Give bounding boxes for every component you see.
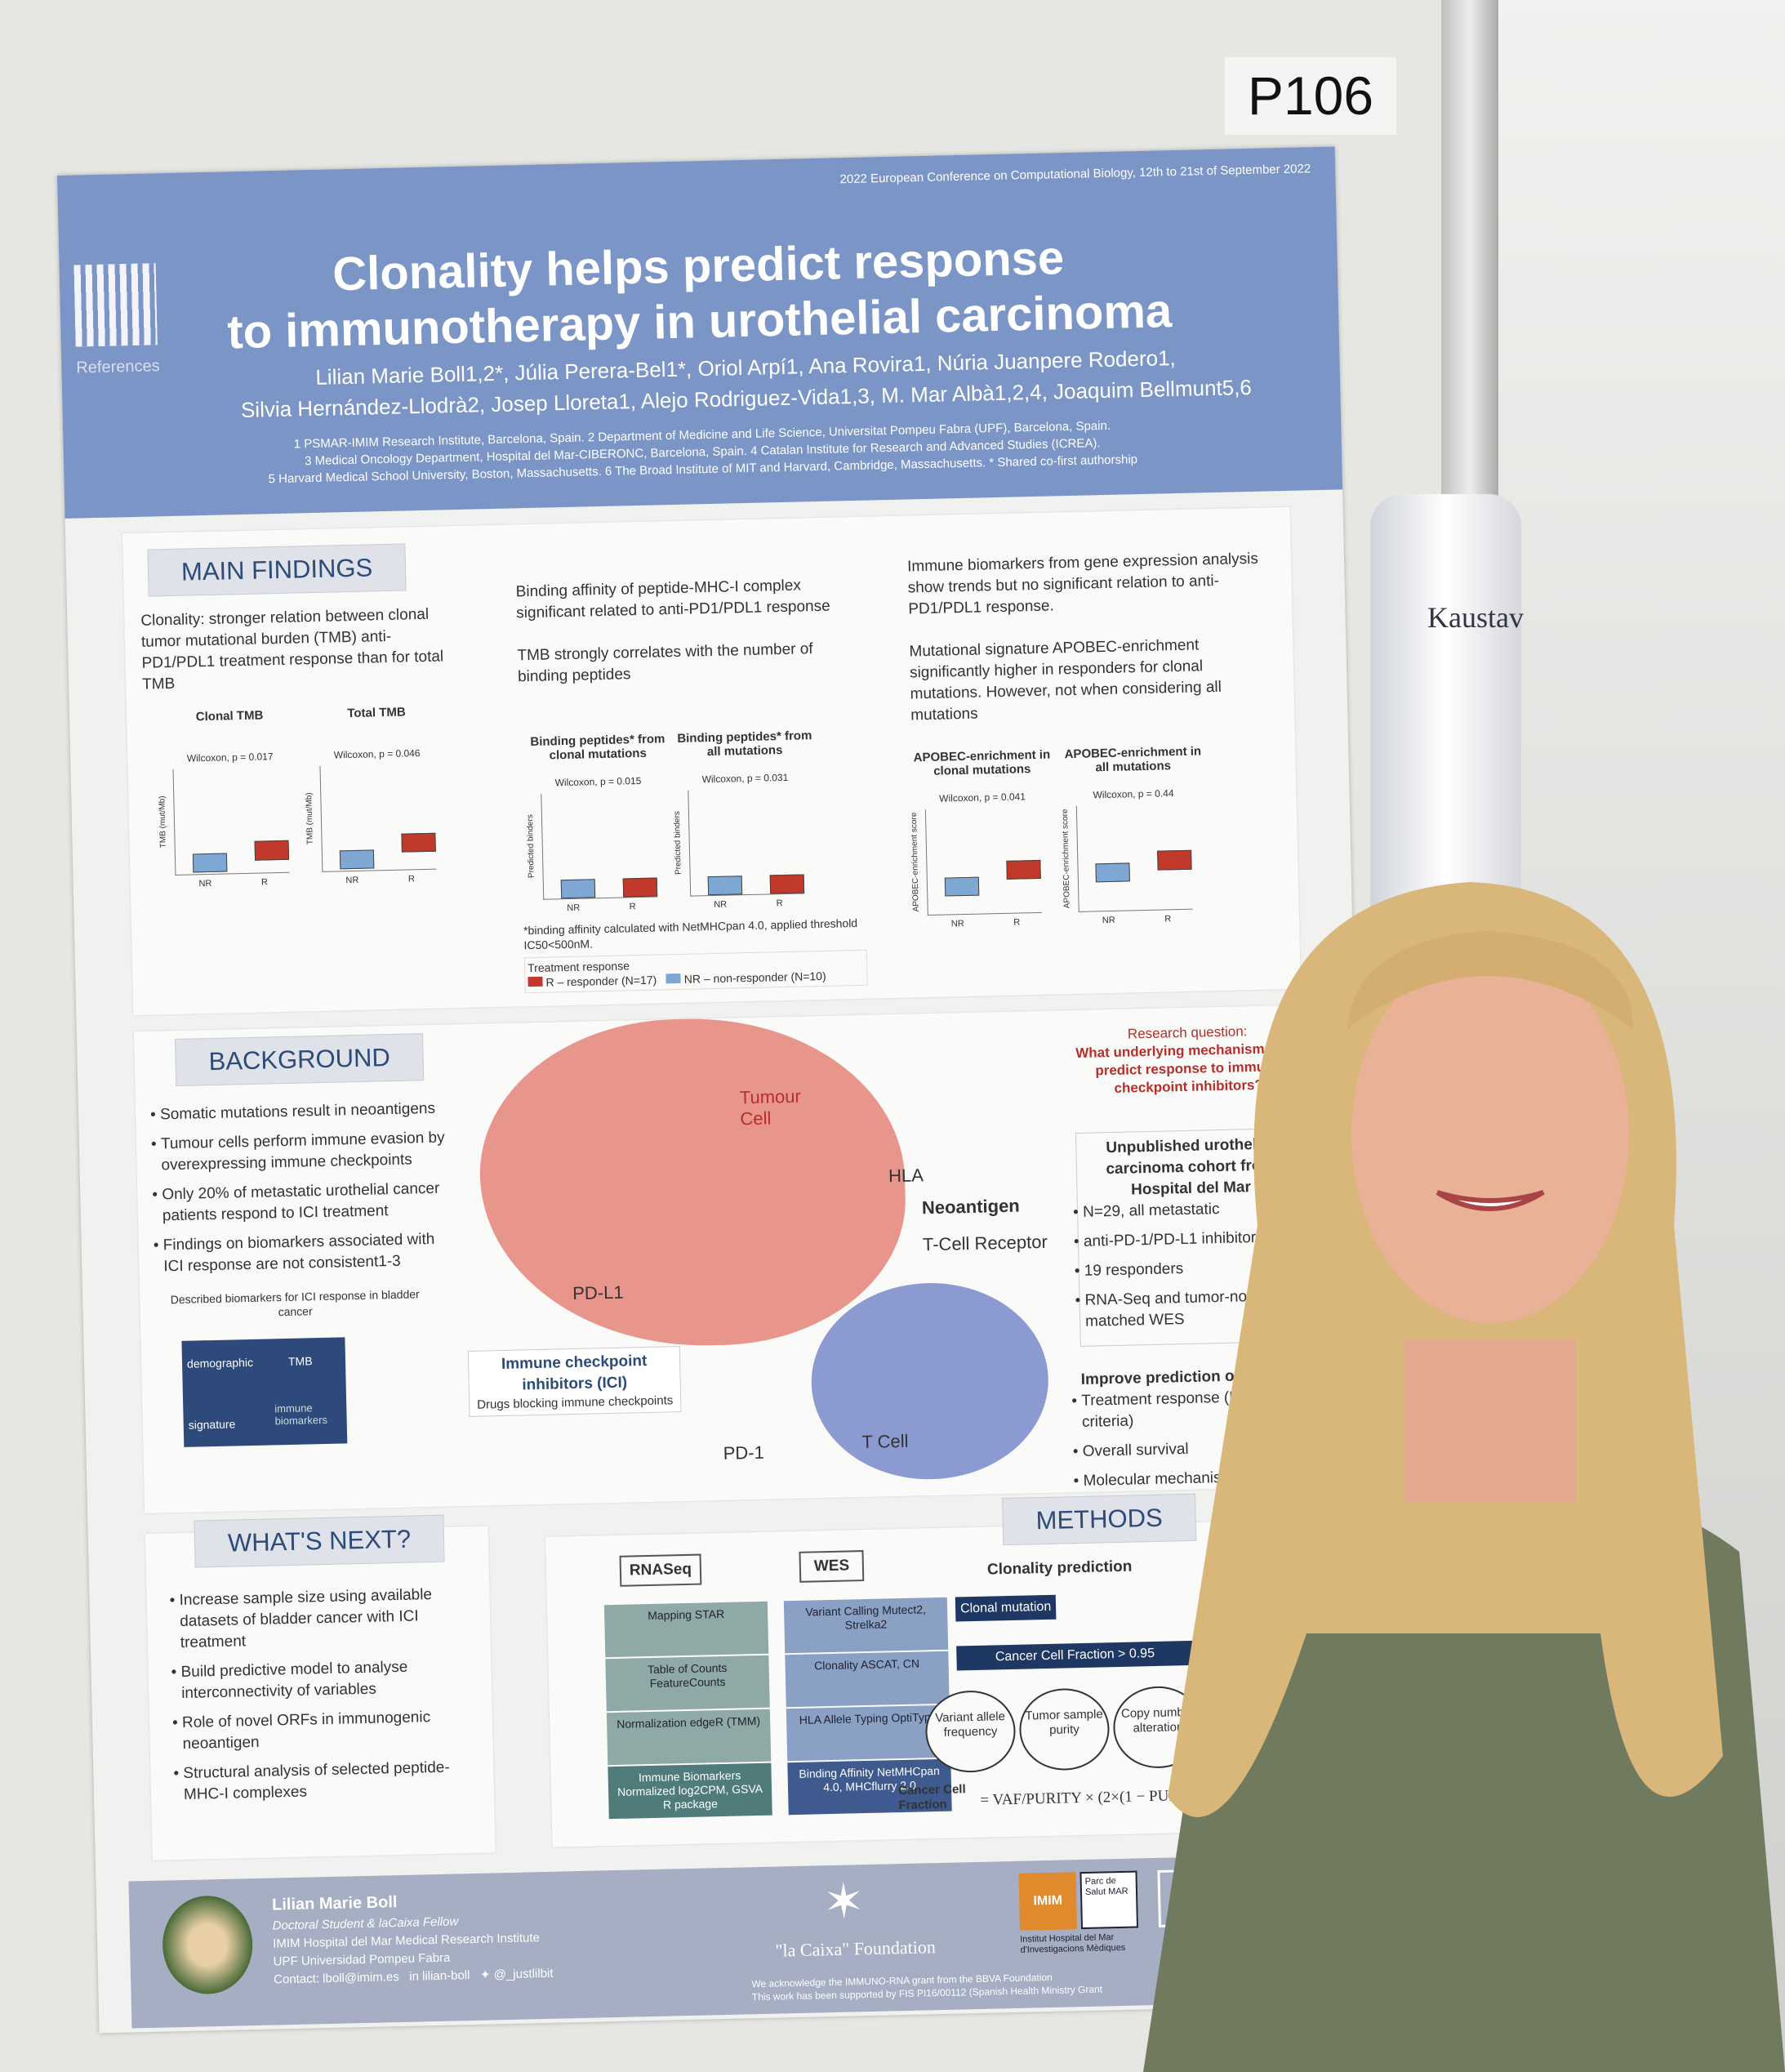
- face: [1351, 947, 1629, 1323]
- booth-tag: P106: [1225, 57, 1396, 135]
- neighbor-poster-roll: Kaustav: [1370, 494, 1524, 919]
- smile: [1436, 1190, 1545, 1211]
- bangs: [1347, 931, 1633, 1029]
- neck: [1404, 1339, 1576, 1503]
- neighbor-poster-text: Kaustav: [1427, 601, 1524, 634]
